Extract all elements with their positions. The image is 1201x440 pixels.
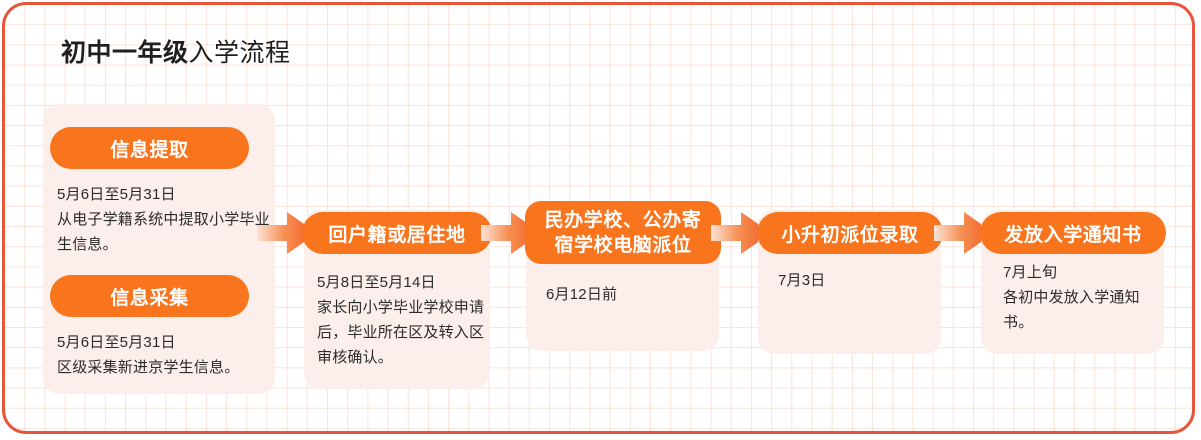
- step-body-admission-notice: 7月上旬 各初中发放入学通知书。: [1003, 264, 1140, 331]
- infographic-panel: 初中一年级入学流程 信息提取 5月6日至5月31日 从电子学籍系统中提取小学毕业…: [2, 2, 1195, 434]
- step-badge-admission-notice[interactable]: 发放入学通知书: [980, 212, 1166, 254]
- arrow-right-icon-3: [711, 212, 771, 254]
- step-body-private-boarding-lottery: 6月12日前: [546, 286, 618, 303]
- page-title: 初中一年级入学流程: [61, 37, 291, 69]
- step-badge-information-extraction[interactable]: 信息提取: [50, 127, 249, 169]
- step-body-information-collection: 5月6日至5月31日 区级采集新进京学生信息。: [57, 334, 240, 376]
- step-badge-placement-admission[interactable]: 小升初派位录取: [757, 212, 943, 254]
- step-badge-information-collection[interactable]: 信息采集: [50, 275, 249, 317]
- step-body-information-extraction: 5月6日至5月31日 从电子学籍系统中提取小学毕业生信息。: [57, 186, 270, 253]
- arrow-right-icon-1: [257, 212, 317, 254]
- arrow-right-icon-4: [934, 212, 994, 254]
- step-body-placement-admission: 7月3日: [778, 272, 826, 289]
- step-badge-private-boarding-lottery[interactable]: 民办学校、公办寄 宿学校电脑派位: [525, 201, 721, 264]
- page-title-light: 入学流程: [188, 39, 291, 67]
- step-body-return-to-residence: 5月8日至5月14日 家长向小学毕业学校申请后，毕业所在区及转入区审核确认。: [317, 274, 485, 366]
- page-title-strong: 初中一年级: [61, 39, 189, 67]
- step-badge-return-to-residence[interactable]: 回户籍或居住地: [302, 212, 492, 254]
